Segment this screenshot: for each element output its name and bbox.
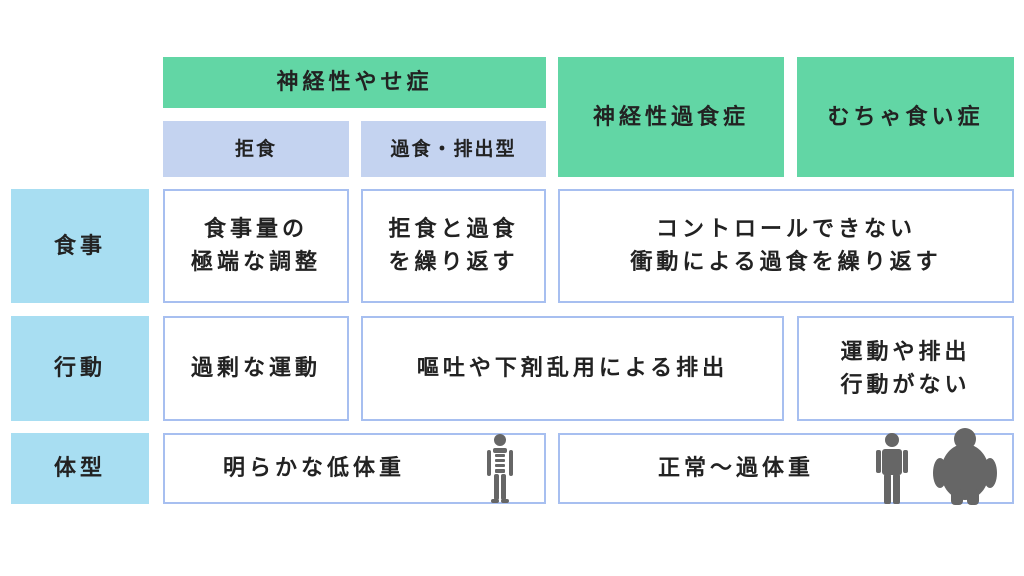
cell-text-line: コントロールできない [655, 217, 916, 242]
subheader-restrict: 拒食 [163, 121, 349, 177]
row-label-behavior-text: 行動 [53, 356, 106, 381]
cell-text: 嘔吐や下剤乱用による排出 [416, 356, 729, 381]
normal-person-icon [876, 433, 908, 504]
cell-text: 正常～過体重 [658, 456, 815, 481]
cell-behavior-purge: 嘔吐や下剤乱用による排出 [361, 316, 784, 421]
header-anorexia: 神経性やせ症 [163, 57, 546, 108]
cell-text-line: を繰り返す [388, 250, 519, 275]
header-binge-eating-label: むちゃ食い症 [827, 104, 984, 130]
cell-text-line: 食事量の [203, 217, 308, 242]
overweight-person-icon [933, 428, 997, 505]
cell-eating-binge-purge: 拒食と過食 を繰り返す [361, 189, 546, 303]
subheader-restrict-label: 拒食 [234, 137, 277, 160]
subheader-binge-purge-label: 過食・排出型 [390, 137, 517, 160]
cell-eating-other: コントロールできない 衝動による過食を繰り返す [558, 189, 1014, 303]
row-label-body-text: 体型 [53, 456, 106, 481]
header-bulimia-label: 神経性過食症 [592, 104, 749, 130]
cell-text-line: 衝動による過食を繰り返す [630, 250, 942, 275]
cell-text-line: 拒食と過食 [388, 217, 519, 242]
cell-behavior-binge: 運動や排出 行動がない [797, 316, 1014, 421]
cell-text-line: 極端な調整 [190, 250, 321, 275]
row-label-eating-text: 食事 [53, 233, 106, 259]
cell-text: 明らかな低体重 [223, 456, 406, 481]
cell-body-anorexia: 明らかな低体重 [163, 433, 546, 504]
row-label-body: 体型 [11, 433, 149, 504]
cell-eating-restrict: 食事量の 極端な調整 [163, 189, 349, 303]
row-label-eating: 食事 [11, 189, 149, 303]
row-label-behavior: 行動 [11, 316, 149, 421]
header-bulimia: 神経性過食症 [558, 57, 784, 177]
header-anorexia-label: 神経性やせ症 [276, 70, 433, 95]
header-binge-eating: むちゃ食い症 [797, 57, 1014, 177]
cell-text-line: 行動がない [840, 372, 971, 398]
cell-text-line: 運動や排出 [840, 339, 971, 365]
thin-person-icon [487, 434, 513, 503]
cell-text: 過剰な運動 [190, 356, 321, 381]
subheader-binge-purge: 過食・排出型 [361, 121, 546, 177]
cell-behavior-restrict: 過剰な運動 [163, 316, 349, 421]
